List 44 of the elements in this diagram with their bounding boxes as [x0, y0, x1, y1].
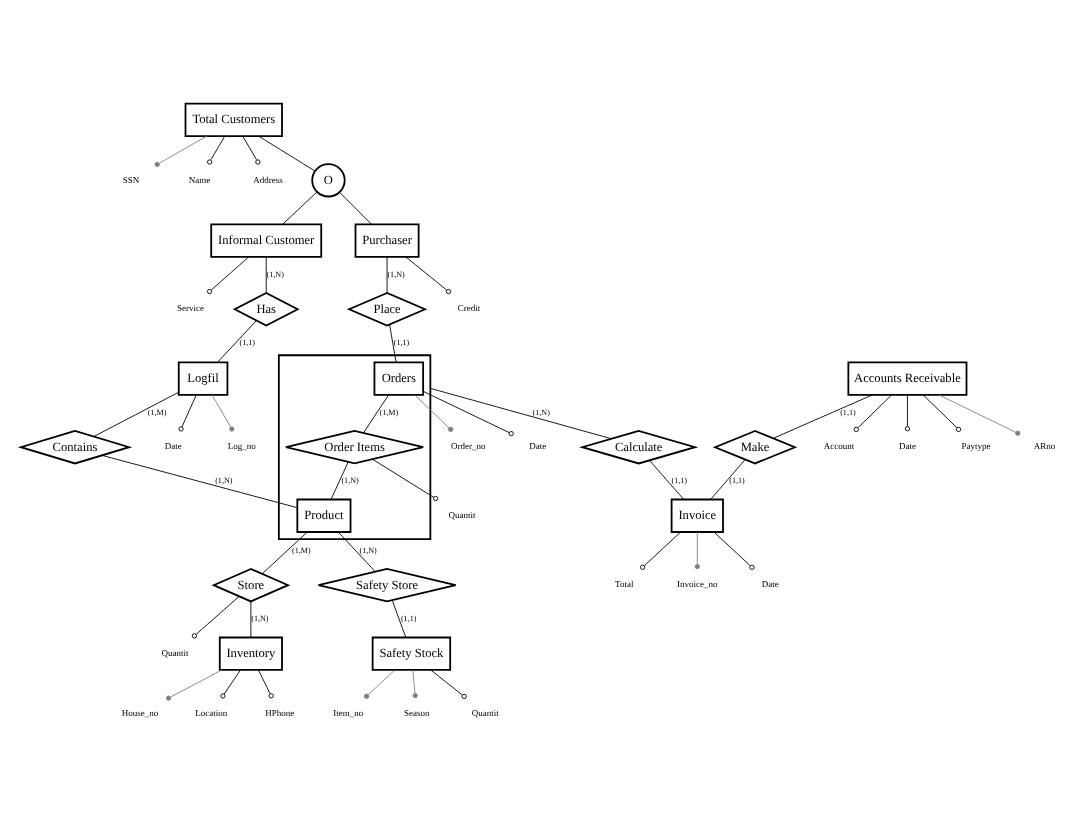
connector — [405, 255, 452, 294]
connector — [261, 530, 308, 574]
connector — [713, 530, 755, 569]
connector — [710, 458, 746, 499]
connector — [391, 598, 407, 637]
connector — [191, 595, 240, 638]
connector — [220, 668, 241, 698]
connector — [773, 393, 873, 438]
connector — [363, 668, 396, 698]
connector — [165, 668, 223, 700]
connector — [258, 134, 316, 171]
connector — [648, 458, 685, 499]
connector — [389, 323, 397, 362]
connector — [258, 668, 274, 698]
connector — [372, 457, 439, 501]
connector — [207, 134, 226, 164]
connector — [694, 530, 700, 569]
connector — [178, 393, 197, 431]
connector — [904, 393, 911, 431]
connector — [206, 255, 250, 294]
connector — [422, 389, 514, 436]
connector — [282, 190, 318, 224]
connector — [412, 668, 418, 698]
connector — [101, 453, 298, 508]
connector — [429, 386, 612, 439]
connector — [242, 134, 261, 164]
connector — [250, 600, 252, 637]
connector — [337, 530, 376, 572]
connector — [211, 393, 235, 431]
connector — [217, 319, 257, 362]
connector — [330, 460, 349, 499]
cluster — [277, 353, 432, 540]
connector — [853, 393, 892, 431]
connector — [938, 393, 1021, 435]
connector — [265, 255, 267, 293]
connector — [154, 134, 208, 166]
connector — [639, 530, 682, 569]
connector — [386, 255, 388, 293]
connector — [339, 190, 372, 224]
connector — [922, 393, 962, 431]
connector — [363, 393, 389, 433]
connector — [414, 393, 454, 432]
connector — [93, 390, 180, 436]
connector — [430, 668, 467, 699]
